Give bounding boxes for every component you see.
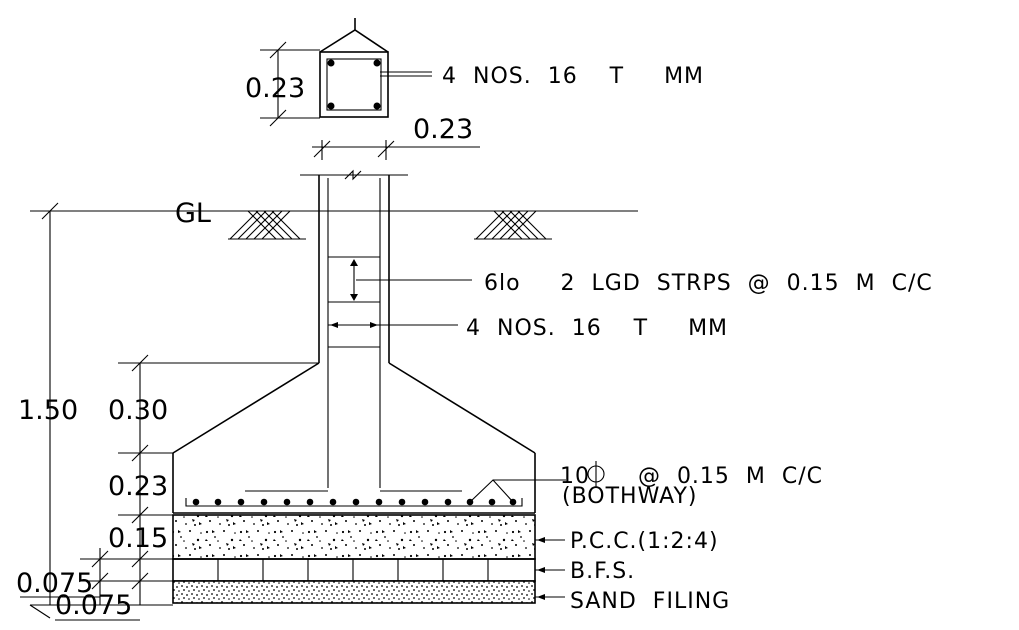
rebar-dot [327, 59, 335, 67]
bfs-thickness-text: 0.075 [16, 568, 93, 599]
bfs-label: B.F.S. [570, 559, 635, 584]
depth-dimension-chain [20, 202, 319, 621]
dia-symbol-icon [587, 461, 605, 487]
top-column-bars-label: 4 NOS. 16 T MM [442, 64, 704, 89]
pcc-layer [172, 514, 536, 560]
slope-height-text: 0.30 [108, 395, 168, 426]
sand-layer [172, 580, 536, 604]
pcc-thickness-text: 0.15 [108, 523, 168, 554]
sand-label: SAND FILING [570, 589, 730, 614]
pcc-label: P.C.C.(1:2:4) [570, 529, 719, 554]
column-bars-label: 4 NOS. 16 T MM [466, 316, 728, 341]
footing-outline [172, 362, 566, 514]
column-horizontal-dimension [312, 140, 480, 160]
rebar-dot [373, 102, 381, 110]
column-horizontal-dimension-text: 0.23 [413, 114, 473, 145]
soil-hatch-left [228, 210, 306, 240]
footing-edge-text: 0.23 [108, 471, 168, 502]
column-vertical-dimension-text: 0.23 [245, 73, 305, 104]
total-depth-text: 1.50 [18, 395, 78, 426]
column-plan-view [319, 18, 432, 118]
bfs-layer [172, 558, 536, 582]
ground-level-label: GL [175, 198, 211, 229]
stirrups-label: 6lo 2 LGD STRPS @ 0.15 M C/C [484, 271, 933, 296]
rebar-dot [327, 102, 335, 110]
column-vertical-dimension [260, 41, 320, 127]
sand-thickness-text: 0.075 [55, 590, 132, 621]
bottom-mesh-rebar-dots [192, 498, 517, 506]
ground-level-line [30, 210, 638, 240]
soil-hatch-right [474, 210, 552, 240]
bottom-mesh-bothway-label: (BOTHWAY) [562, 484, 698, 509]
rebar-dot [373, 59, 381, 67]
column-section [300, 169, 472, 488]
